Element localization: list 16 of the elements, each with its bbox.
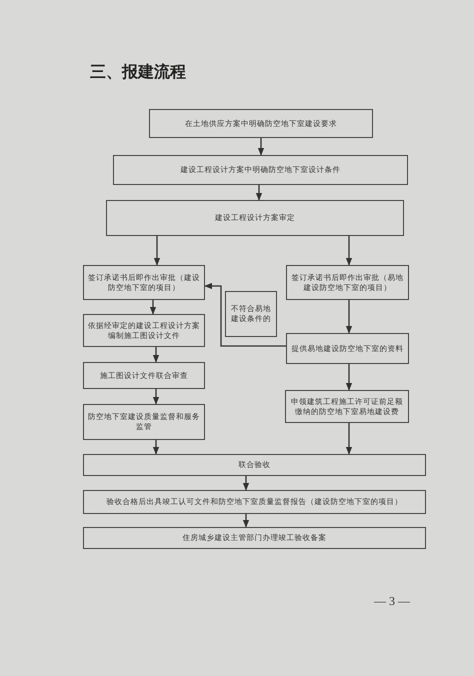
arrow <box>154 236 160 266</box>
arrow <box>242 514 250 528</box>
heading: 三、报建流程 <box>90 62 186 83</box>
arrow <box>152 440 160 455</box>
arrow <box>150 300 156 315</box>
arrow <box>152 347 160 363</box>
arrow <box>346 300 352 334</box>
page-number: — 3 — <box>374 594 410 609</box>
arrow <box>204 282 286 347</box>
arrow <box>242 476 250 491</box>
arrow <box>346 423 352 455</box>
arrow <box>346 364 352 391</box>
arrow <box>256 185 262 201</box>
arrow <box>152 389 160 405</box>
arrow <box>346 236 352 266</box>
arrow <box>258 138 264 156</box>
